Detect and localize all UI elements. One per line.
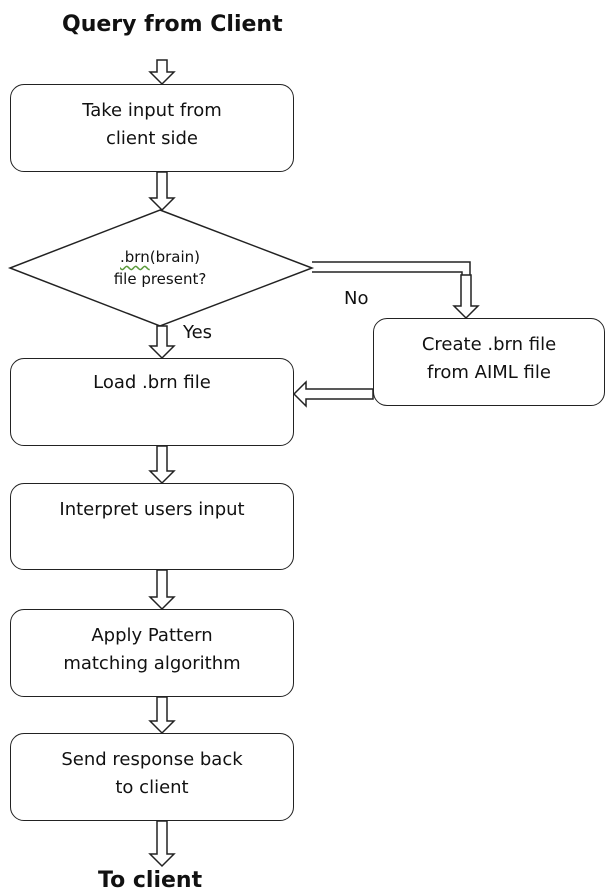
- interpret-line1: Interpret users input: [59, 499, 245, 520]
- arrow-interpret-to-pattern: [148, 569, 176, 611]
- arrow-no-to-create: [452, 274, 480, 320]
- no-branch-connector: [312, 261, 471, 275]
- decision-line1-marked: .brn: [120, 248, 150, 266]
- arrow-load-to-interpret: [148, 445, 176, 485]
- create-brn-box: Create .brn file from AIML file: [373, 318, 605, 406]
- decision-line1: .brn(brain): [120, 248, 200, 266]
- arrow-pattern-to-send: [148, 696, 176, 735]
- flowchart-footer: To client: [98, 868, 203, 893]
- arrow-yes-to-load: [148, 325, 176, 360]
- take-input-box: Take input from client side: [10, 84, 294, 172]
- create-brn-line1: Create .brn file: [421, 334, 557, 355]
- arrow-title-to-input: [148, 59, 176, 86]
- decision-line1-rest: (brain): [149, 248, 200, 266]
- apply-pattern-box: Apply Pattern matching algorithm: [10, 609, 294, 697]
- take-input-line2: client side: [105, 128, 199, 149]
- arrow-create-to-load: [292, 380, 374, 408]
- send-response-box: Send response back to client: [10, 733, 294, 821]
- apply-pattern-line1: Apply Pattern: [91, 625, 213, 646]
- decision-text: .brn(brain) file present?: [90, 246, 230, 290]
- apply-pattern-line2: matching algorithm: [63, 653, 241, 674]
- send-response-line2: to client: [115, 777, 189, 798]
- load-brn-line1: Load .brn file: [93, 372, 211, 393]
- no-label: No: [344, 288, 369, 309]
- take-input-line1: Take input from: [82, 100, 222, 121]
- send-response-line1: Send response back: [61, 749, 243, 770]
- interpret-box: Interpret users input: [10, 483, 294, 570]
- create-brn-line2: from AIML file: [427, 362, 551, 383]
- arrow-send-to-client: [148, 820, 176, 868]
- arrow-input-to-decision: [148, 171, 176, 212]
- decision-line2: file present?: [113, 270, 207, 288]
- flowchart-title: Query from Client: [62, 12, 283, 37]
- yes-label: Yes: [183, 322, 213, 343]
- load-brn-box: Load .brn file: [10, 358, 294, 446]
